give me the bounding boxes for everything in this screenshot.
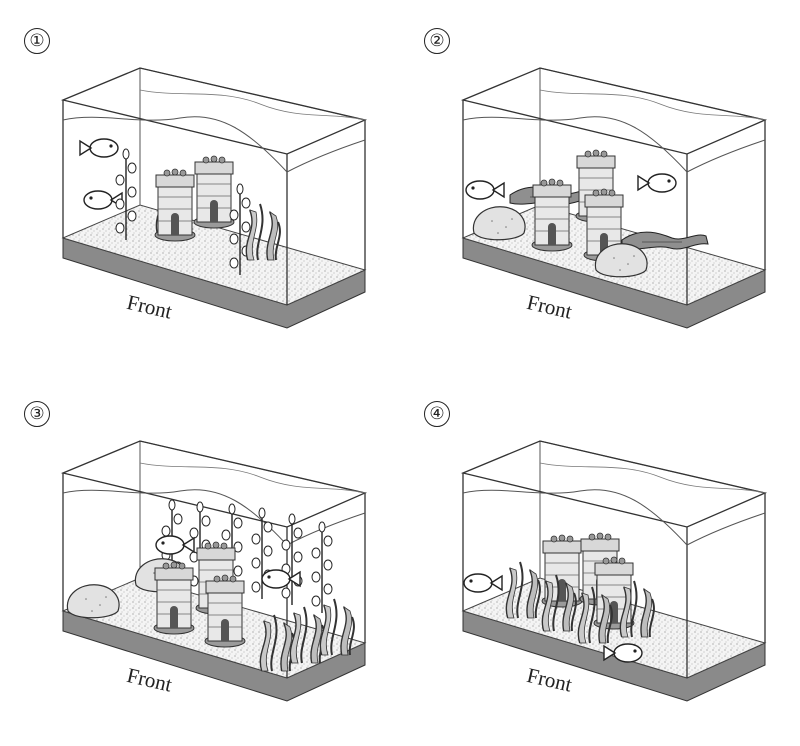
aquarium-scene	[462, 440, 766, 702]
option-number: ①	[24, 28, 50, 54]
option-number: ③	[24, 401, 50, 427]
aquarium-scene	[462, 67, 766, 329]
option-1-panel[interactable]: ① Front	[0, 0, 400, 373]
option-number: ④	[424, 401, 450, 427]
aquarium-scene	[62, 440, 366, 702]
aquarium-scene	[62, 67, 366, 329]
option-4-panel[interactable]: ④ Front	[400, 373, 800, 746]
option-3-panel[interactable]: ③ Front	[0, 373, 400, 746]
option-number: ②	[424, 28, 450, 54]
option-2-panel[interactable]: ② Front	[400, 0, 800, 373]
